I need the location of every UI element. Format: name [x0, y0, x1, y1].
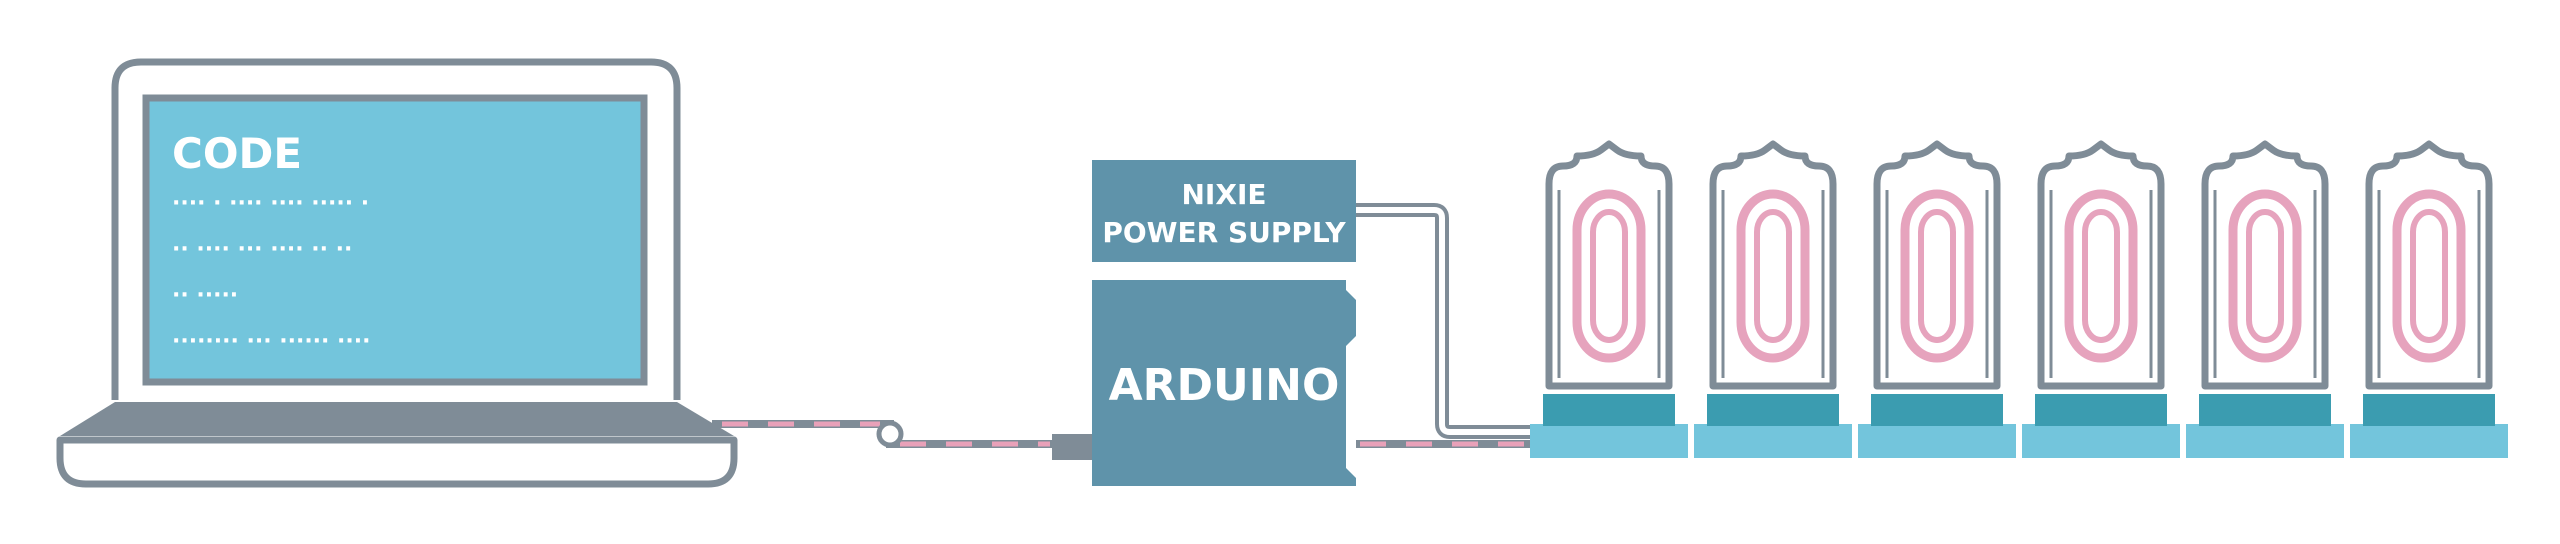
digit-zero-inner [2410, 209, 2448, 343]
digit-zero-inner [2082, 209, 2120, 343]
nixie-tube [2022, 140, 2180, 458]
screen-title: CODE [172, 129, 302, 178]
tube-glass [1545, 140, 1673, 390]
tube-digit [1572, 189, 1646, 363]
tube-socket [1871, 394, 2003, 426]
tube-board-segment [2186, 424, 2344, 458]
power-supply-label-line2: POWER SUPPLY [1102, 216, 1346, 249]
tube-board-segment [1694, 424, 1852, 458]
tube-glass-inner [1557, 190, 1661, 378]
arduino-board: ARDUINO [1092, 280, 1356, 486]
power-cable [1356, 203, 1540, 439]
tube-glass-inner [2049, 190, 2153, 378]
tube-digit [1900, 189, 1974, 363]
nixie-tube [1530, 140, 1688, 458]
tube-glass [2365, 140, 2493, 390]
tube-socket [2199, 394, 2331, 426]
digit-zero-inner [1754, 209, 1792, 343]
tube-glass [2037, 140, 2165, 390]
tube-glass-inner [2213, 190, 2317, 378]
tube-socket [1543, 394, 1675, 426]
tube-digit [2228, 189, 2302, 363]
laptop-deck [60, 402, 734, 436]
tube-board-segment [1530, 424, 1688, 458]
arduino-label: ARDUINO [1109, 360, 1340, 411]
tube-glass [2201, 140, 2329, 390]
laptop-screen [142, 94, 648, 386]
tube-board-segment [2350, 424, 2508, 458]
tube-digit [1736, 189, 1810, 363]
nixie-tube [1694, 140, 1852, 458]
code-line: ·· ····· [172, 283, 238, 308]
laptop: CODE ···· · ···· ···· ····· · ·· ···· ··… [56, 58, 738, 488]
tube-glass [1873, 140, 2001, 390]
tube-socket [2363, 394, 2495, 426]
code-line: ·· ···· ··· ···· ·· ·· [172, 237, 352, 262]
nixie-tube [2186, 140, 2344, 458]
digit-zero-outer [2064, 189, 2138, 363]
tube-board-segment [2022, 424, 2180, 458]
digit-zero-outer [1572, 189, 1646, 363]
nixie-tube-board [1530, 140, 2508, 458]
tube-socket [2035, 394, 2167, 426]
power-supply-box [1092, 160, 1356, 262]
code-line: ········ ··· ······ ···· [172, 329, 370, 354]
digit-zero-outer [1736, 189, 1810, 363]
tube-board-segment [1858, 424, 2016, 458]
digit-zero-inner [2246, 209, 2284, 343]
nixie-tube [1858, 140, 2016, 458]
laptop-base [56, 436, 738, 488]
tube-glass-inner [1721, 190, 1825, 378]
tube-socket [1707, 394, 1839, 426]
tube-glass-inner [2377, 190, 2481, 378]
nixie-tube [2350, 140, 2508, 458]
code-line: ···· · ···· ···· ····· · [172, 191, 369, 216]
tube-digit [2392, 189, 2466, 363]
usb-plug [1052, 434, 1096, 460]
digit-zero-inner [1918, 209, 1956, 343]
digit-zero-outer [2392, 189, 2466, 363]
cable-connector [876, 420, 904, 448]
arduino-box [1092, 280, 1356, 486]
nixie-power-supply: NIXIE POWER SUPPLY [1092, 160, 1356, 262]
laptop-lid [111, 58, 681, 400]
usb-cable [712, 420, 1096, 460]
tube-glass-inner [1885, 190, 1989, 378]
tube-glass [1709, 140, 1837, 390]
tube-digit [2064, 189, 2138, 363]
digit-zero-outer [2228, 189, 2302, 363]
power-supply-label-line1: NIXIE [1182, 178, 1267, 211]
digit-zero-inner [1590, 209, 1628, 343]
digit-zero-outer [1900, 189, 1974, 363]
